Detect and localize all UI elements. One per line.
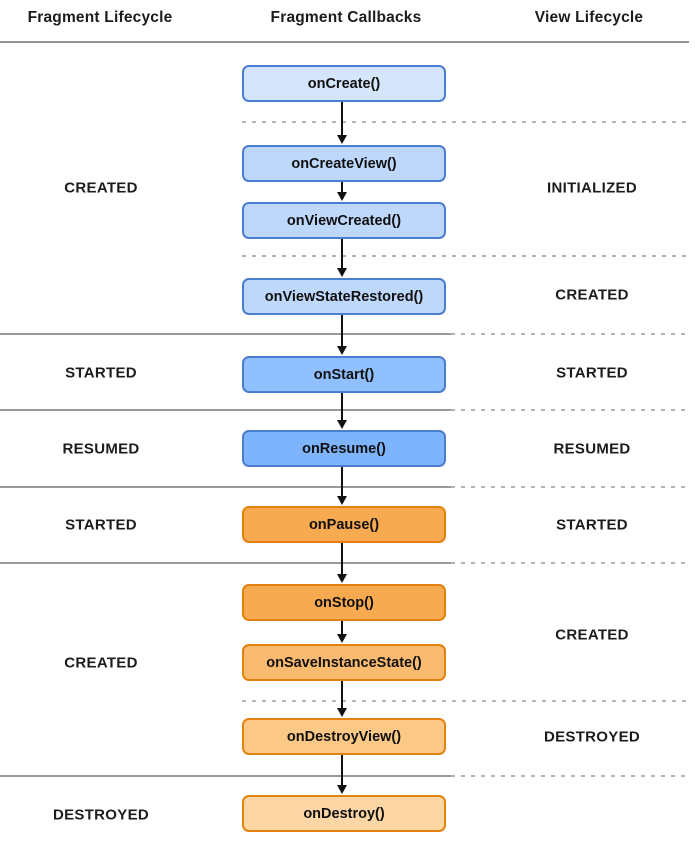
state-separator-dashed-3 [451,409,689,411]
arrow-shaft [341,315,343,348]
callback-box-onviewcreated: onViewCreated() [242,202,446,239]
callback-box-ondestroyview: onDestroyView() [242,718,446,755]
callback-label: onDestroyView() [286,728,402,745]
arrow-shaft [341,681,343,710]
arrow-down-icon [337,634,347,643]
arrow-down-icon [337,785,347,794]
callback-label: onResume() [302,440,386,457]
view-state-started: STARTED [556,516,628,534]
callback-label: onViewStateRestored() [264,288,424,305]
state-separator-dashed-2 [451,333,689,335]
callback-label: onCreateView() [291,155,397,172]
callback-box-onviewstaterestored: onViewStateRestored() [242,278,446,315]
column-header-fragment-lifecycle: Fragment Lifecycle [27,9,173,26]
callback-box-ondestroy: onDestroy() [242,795,446,832]
flow-arrow-0 [336,102,348,144]
state-separator-dashed-4 [451,486,689,488]
fragment-state-started: STARTED [65,364,137,382]
fragment-state-started: STARTED [65,516,137,534]
arrow-down-icon [337,268,347,277]
arrow-down-icon [337,708,347,717]
arrow-shaft [341,102,343,137]
fragment-state-resumed: RESUMED [62,440,140,458]
arrow-down-icon [337,496,347,505]
column-header-fragment-callbacks: Fragment Callbacks [270,9,422,26]
flow-arrow-7 [336,621,348,643]
callback-box-onstart: onStart() [242,356,446,393]
fragment-state-created: CREATED [64,179,138,197]
callback-label: onStart() [313,366,375,383]
callback-box-onresume: onResume() [242,430,446,467]
state-separator-dashed-5 [451,562,689,564]
flow-arrow-6 [336,543,348,583]
callback-box-oncreateview: onCreateView() [242,145,446,182]
callback-label: onViewCreated() [286,212,402,229]
state-separator-solid-4 [0,775,451,777]
state-separator-solid-2 [0,486,451,488]
flow-arrow-4 [336,393,348,429]
fragment-state-created: CREATED [64,654,138,672]
arrow-shaft [341,621,343,636]
arrow-shaft [341,755,343,787]
view-state-destroyed: DESTROYED [543,728,641,746]
arrow-down-icon [337,346,347,355]
arrow-shaft [341,543,343,576]
callback-label: onPause() [308,516,380,533]
arrow-shaft [341,393,343,422]
callback-label: onStop() [314,594,374,611]
header-underline [0,41,689,43]
arrow-down-icon [337,574,347,583]
state-separator-dashed-7 [451,775,689,777]
callback-box-onstop: onStop() [242,584,446,621]
state-separator-dashed-6 [242,700,689,702]
state-separator-dashed-1 [242,255,689,257]
flow-arrow-3 [336,315,348,355]
callback-label: onSaveInstanceState() [266,654,422,671]
flow-arrow-2 [336,239,348,277]
callback-label: onCreate() [307,75,381,92]
column-header-view-lifecycle: View Lifecycle [534,9,644,26]
callback-box-oncreate: onCreate() [242,65,446,102]
view-state-started: STARTED [556,364,628,382]
view-state-initialized: INITIALIZED [547,179,637,197]
arrow-down-icon [337,135,347,144]
arrow-down-icon [337,192,347,201]
state-separator-solid-0 [0,333,451,335]
flow-arrow-5 [336,467,348,505]
view-state-created: CREATED [555,286,629,304]
view-state-created: CREATED [555,626,629,644]
flow-arrow-8 [336,681,348,717]
callback-box-onsaveinstancestate: onSaveInstanceState() [242,644,446,681]
arrow-down-icon [337,420,347,429]
arrow-shaft [341,467,343,498]
view-state-resumed: RESUMED [553,440,631,458]
callback-label: onDestroy() [303,805,385,822]
callback-box-onpause: onPause() [242,506,446,543]
flow-arrow-9 [336,755,348,794]
state-separator-solid-1 [0,409,451,411]
flow-arrow-1 [336,182,348,201]
state-separator-solid-3 [0,562,451,564]
state-separator-dashed-0 [242,121,689,123]
arrow-shaft [341,182,343,194]
fragment-state-destroyed: DESTROYED [52,806,150,824]
arrow-shaft [341,239,343,270]
